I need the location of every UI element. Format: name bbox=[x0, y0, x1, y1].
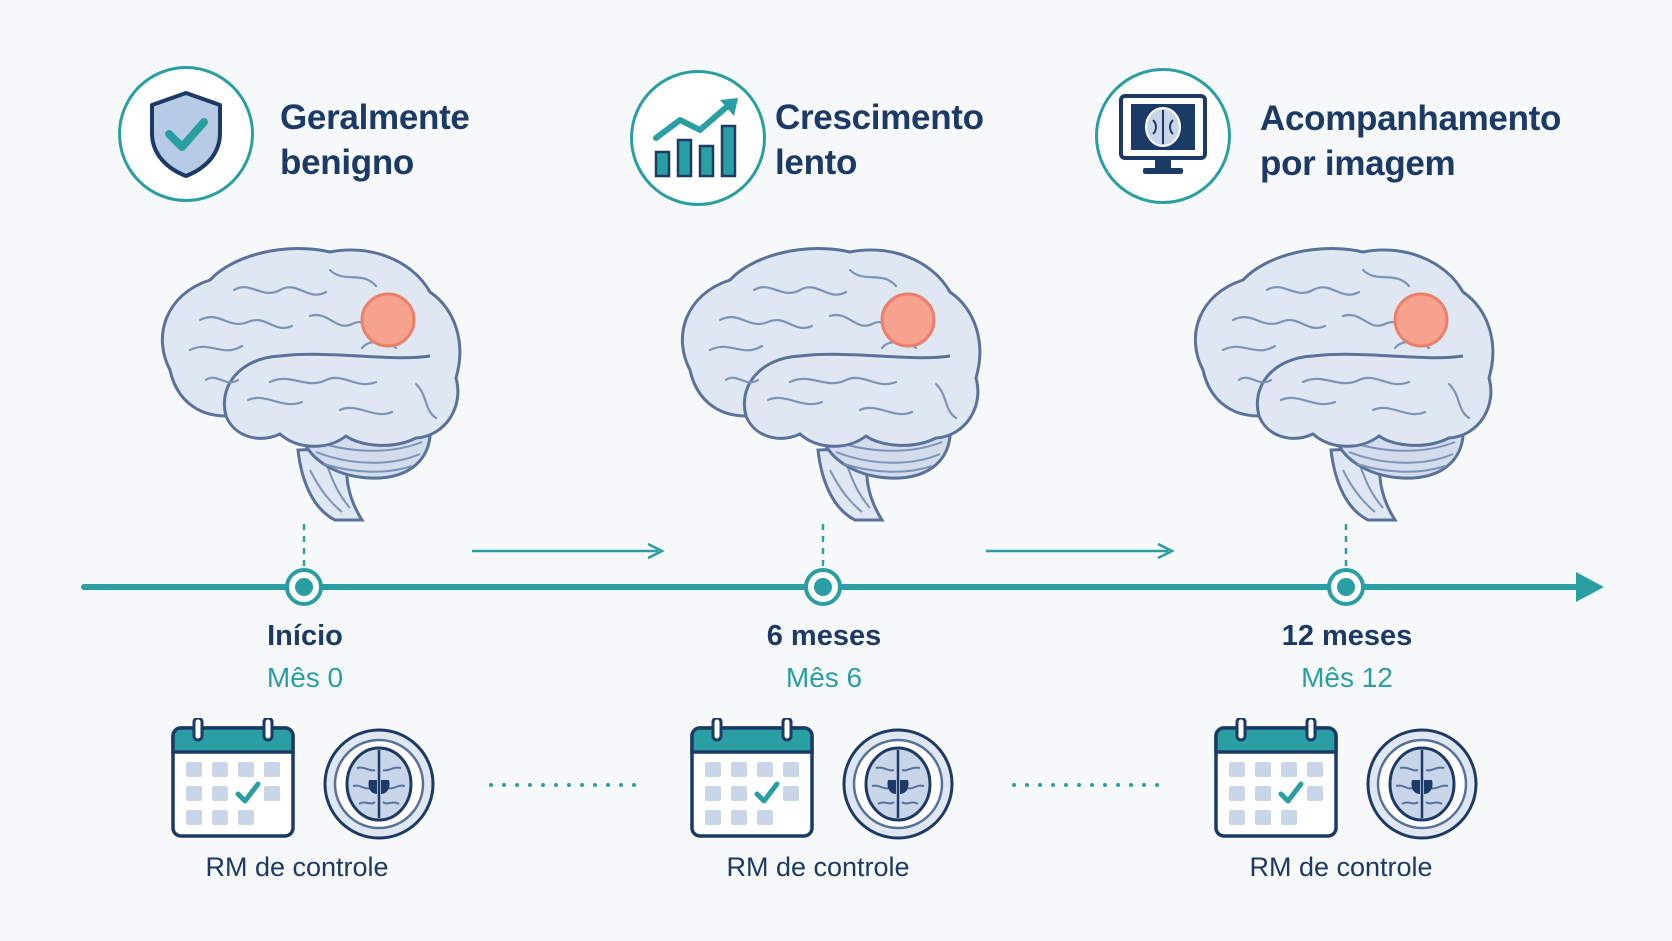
mri-scan-icon bbox=[1366, 728, 1478, 840]
mri-scan-icon bbox=[323, 728, 435, 840]
progress-arrow-1 bbox=[472, 542, 665, 560]
brain-illustration-12-months bbox=[1193, 246, 1495, 522]
feature-title-imaging: Acompanhamento por imagem bbox=[1260, 99, 1562, 183]
stage-label-12-months: 12 meses bbox=[1281, 620, 1413, 652]
calendar-icon bbox=[1213, 718, 1339, 840]
growth-chart-icon bbox=[653, 98, 738, 178]
milestone-12-months bbox=[1327, 568, 1365, 606]
stage-label-6-months: 6 meses bbox=[766, 620, 882, 652]
milestone-6-months bbox=[804, 568, 842, 606]
feature-title-benign: Geralmente benigno bbox=[280, 98, 470, 182]
control-label-start: RM de controle bbox=[205, 852, 389, 882]
progress-arrow-2 bbox=[986, 542, 1175, 560]
control-label-12-months: RM de controle bbox=[1249, 852, 1433, 882]
feature-circle-slow-growth bbox=[630, 70, 766, 206]
feature-circle-benign bbox=[118, 66, 254, 202]
stage-label-start: Início bbox=[267, 620, 343, 652]
dotted-separator bbox=[489, 783, 639, 787]
monitor-scan-icon bbox=[1119, 94, 1207, 174]
dotted-separator bbox=[1012, 783, 1162, 787]
month-label-6-months: Mês 6 bbox=[785, 662, 863, 693]
brain-illustration-start bbox=[160, 246, 462, 522]
calendar-icon bbox=[170, 718, 296, 840]
milestone-start bbox=[285, 568, 323, 606]
timeline-arrowhead bbox=[1576, 572, 1604, 602]
month-label-12-months: Mês 12 bbox=[1301, 662, 1393, 693]
timeline bbox=[81, 524, 1604, 606]
feature-circle-imaging bbox=[1095, 68, 1231, 204]
feature-title-slow-growth: Crescimento lento bbox=[775, 98, 984, 182]
brain-illustration-6-months bbox=[680, 246, 982, 522]
shield-check-icon bbox=[150, 91, 222, 178]
month-label-start: Mês 0 bbox=[266, 662, 344, 693]
calendar-icon bbox=[689, 718, 815, 840]
control-label-6-months: RM de controle bbox=[726, 852, 910, 882]
mri-scan-icon bbox=[842, 728, 954, 840]
